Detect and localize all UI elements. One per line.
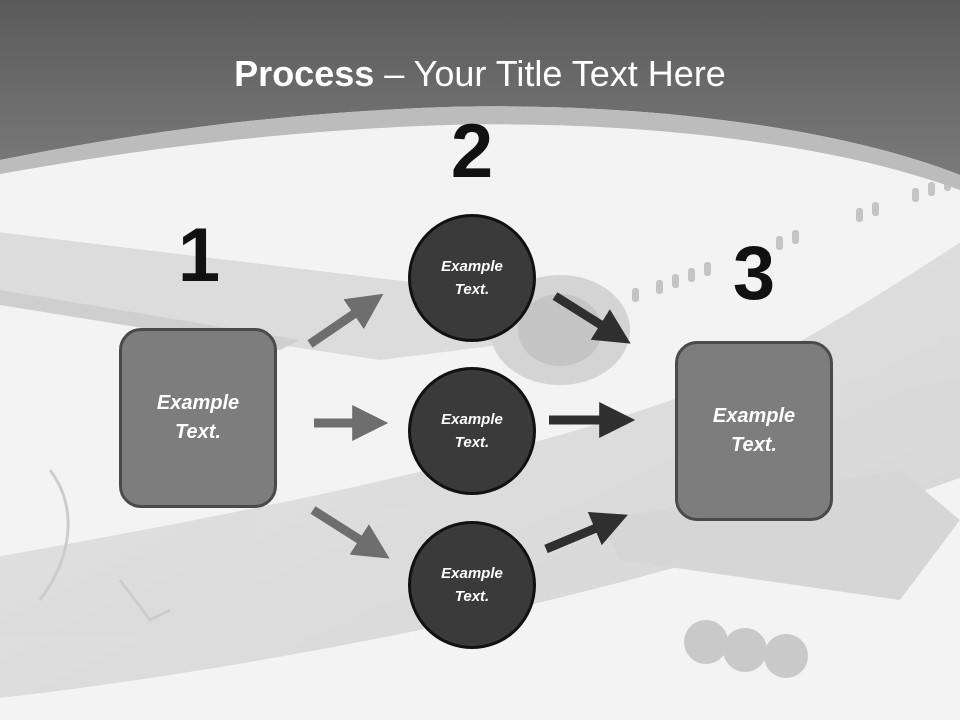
circle-middle: Example Text.: [408, 367, 536, 495]
circle-top-text: Example Text.: [441, 258, 503, 298]
step-number-3: 3: [732, 231, 776, 316]
circle-middle-text: Example Text.: [441, 411, 503, 451]
title-rest: – Your Title Text Here: [374, 53, 726, 94]
step-number-1: 1: [177, 213, 221, 298]
arrow-top-to-right: [552, 292, 631, 344]
step-number-2: 2: [450, 109, 494, 194]
right-step-box: Example Text.: [675, 341, 833, 521]
title-bold-word: Process: [234, 53, 375, 94]
circle-bottom: Example Text.: [408, 521, 536, 649]
arrow-left-to-bottom: [310, 506, 390, 559]
circle-top: Example Text.: [408, 214, 536, 342]
arrow-bottom-to-right: [544, 512, 628, 554]
circle-bottom-text: Example Text.: [441, 565, 503, 605]
slide-title: Process – Your Title Text Here: [0, 52, 960, 96]
right-box-text: Example Text.: [712, 405, 796, 456]
arrow-left-to-top: [307, 293, 384, 348]
left-step-box: Example Text.: [119, 328, 277, 508]
left-box-text: Example Text.: [156, 392, 240, 443]
